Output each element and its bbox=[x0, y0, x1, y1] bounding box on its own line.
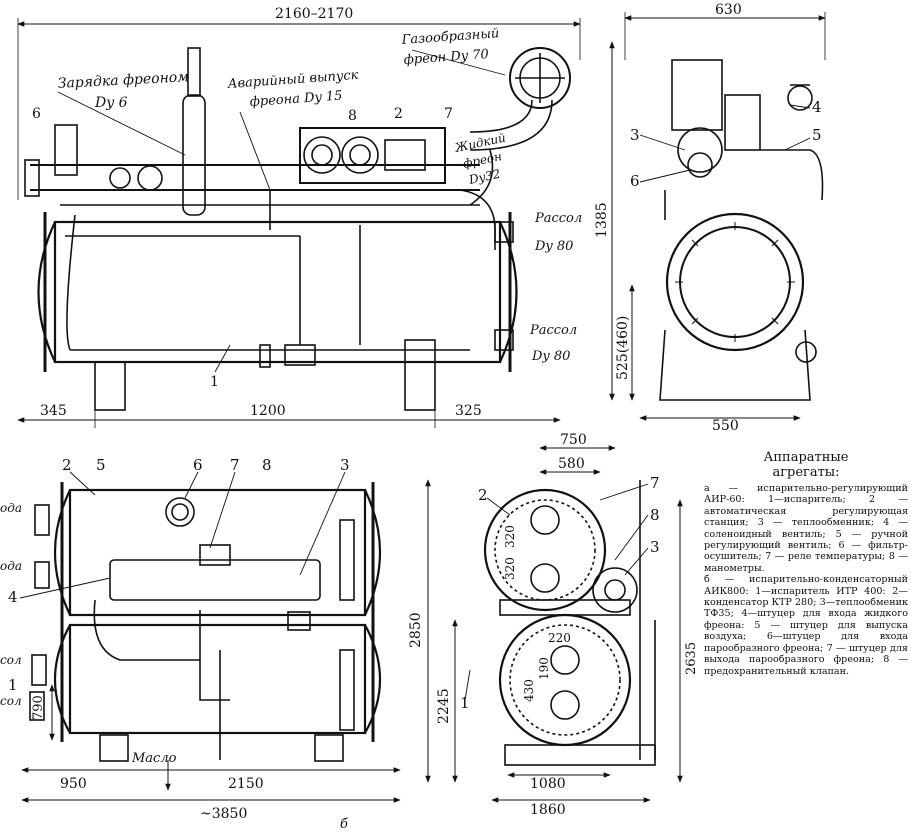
bottom-callout-3: 3 bbox=[340, 456, 350, 474]
dim-right: 325 bbox=[455, 403, 482, 419]
dim-550: 550 bbox=[712, 418, 739, 434]
end-callout-2: 2 bbox=[478, 486, 488, 504]
side-callout-6: 6 bbox=[630, 172, 640, 190]
figure-caption: Аппаратные агрегаты: а — испарительно-ре… bbox=[704, 450, 908, 677]
sheet-letter-b: б bbox=[340, 817, 348, 832]
end-callout-7: 7 bbox=[650, 474, 660, 492]
side-callout-3: 3 bbox=[630, 126, 640, 144]
caption-para-a: а — испарительно-регулирующий АИР-60: 1—… bbox=[704, 483, 908, 574]
bottom-callout-7: 7 bbox=[230, 456, 240, 474]
dim-left: 345 bbox=[40, 403, 67, 419]
left-label-3: сол bbox=[0, 653, 22, 667]
dim-525: 525(460) bbox=[615, 316, 631, 380]
dim-2150: 2150 bbox=[228, 776, 264, 792]
dim-750: 750 bbox=[560, 432, 587, 448]
dim-430: 430 bbox=[522, 679, 536, 702]
side-callout-5: 5 bbox=[812, 126, 822, 144]
bottom-callout-6: 6 bbox=[193, 456, 203, 474]
dim-2245: 2245 bbox=[436, 688, 452, 724]
label-liquid-3: Dy32 bbox=[467, 167, 502, 187]
label-gas: Газообразный bbox=[400, 26, 500, 48]
bottom-front-labels: 2 5 6 7 8 3 4 1 ода ода сол сол 790 Масл… bbox=[0, 456, 350, 832]
dim-1860: 1860 bbox=[530, 802, 566, 818]
left-label-2: ода bbox=[0, 559, 22, 573]
left-label-4: сол bbox=[0, 694, 22, 708]
dim-190: 190 bbox=[537, 657, 551, 680]
top-front-view bbox=[17, 18, 581, 428]
caption-subtitle: агрегаты: bbox=[772, 465, 840, 480]
bottom-callout-4: 4 bbox=[8, 588, 18, 606]
label-emergency-2: фреона Dy 15 bbox=[249, 89, 343, 110]
bottom-callout-2: 2 bbox=[62, 456, 72, 474]
bottom-end-labels: 750 580 320 320 220 430 190 2850 2245 26… bbox=[408, 432, 699, 818]
dim-1385: 1385 bbox=[594, 202, 610, 238]
dim-580: 580 bbox=[558, 456, 585, 472]
label-brine-1-dn: Dy 80 bbox=[534, 239, 573, 254]
dim-3850: ~3850 bbox=[200, 806, 247, 822]
dim-320a: 320 bbox=[503, 525, 517, 548]
end-callout-8: 8 bbox=[650, 506, 660, 524]
label-brine-2-dn: Dy 80 bbox=[531, 349, 570, 364]
dim-220: 220 bbox=[548, 631, 571, 645]
label-gas-2: фреон Dy 70 bbox=[403, 47, 489, 68]
caption-title: Аппаратные bbox=[763, 450, 849, 465]
dim-1080: 1080 bbox=[530, 776, 566, 792]
dim-mid: 1200 bbox=[250, 403, 286, 419]
callout-7: 7 bbox=[444, 106, 453, 122]
end-callout-3: 3 bbox=[650, 538, 660, 556]
dim-950: 950 bbox=[60, 776, 87, 792]
callout-8: 8 bbox=[348, 108, 357, 124]
callout-1: 1 bbox=[210, 374, 219, 390]
bottom-end-view bbox=[425, 445, 683, 803]
caption-para-b: б — испарительно-конденсаторный АИК800: … bbox=[704, 574, 908, 677]
bottom-callout-1: 1 bbox=[8, 676, 18, 694]
bottom-front-view bbox=[19, 471, 401, 803]
label-brine-2: Рассол bbox=[529, 323, 577, 338]
side-callout-4: 4 bbox=[812, 98, 822, 116]
top-side-view bbox=[609, 12, 826, 421]
dim-overall-top: 2160–2170 bbox=[275, 6, 353, 22]
top-front-labels: 2160–2170 Зарядка фреоном Dy 6 Аварийный… bbox=[32, 6, 582, 419]
label-charge: Зарядка фреоном bbox=[57, 69, 189, 92]
dim-630: 630 bbox=[715, 2, 742, 18]
left-label-1: ода bbox=[0, 501, 22, 515]
dim-320b: 320 bbox=[503, 557, 517, 580]
end-callout-1: 1 bbox=[460, 694, 470, 712]
dim-2635: 2635 bbox=[684, 642, 699, 675]
label-oil: Масло bbox=[131, 751, 177, 766]
dim-790: 790 bbox=[31, 695, 46, 720]
bottom-callout-5: 5 bbox=[96, 456, 106, 474]
callout-6: 6 bbox=[32, 106, 41, 122]
label-charge-dn: Dy 6 bbox=[94, 95, 128, 111]
top-side-labels: 630 1385 525(460) 550 4 3 5 6 bbox=[594, 2, 822, 434]
label-brine-1: Рассол bbox=[534, 211, 582, 226]
callout-2: 2 bbox=[394, 106, 403, 122]
dim-2850: 2850 bbox=[408, 612, 424, 648]
bottom-callout-8: 8 bbox=[262, 456, 272, 474]
